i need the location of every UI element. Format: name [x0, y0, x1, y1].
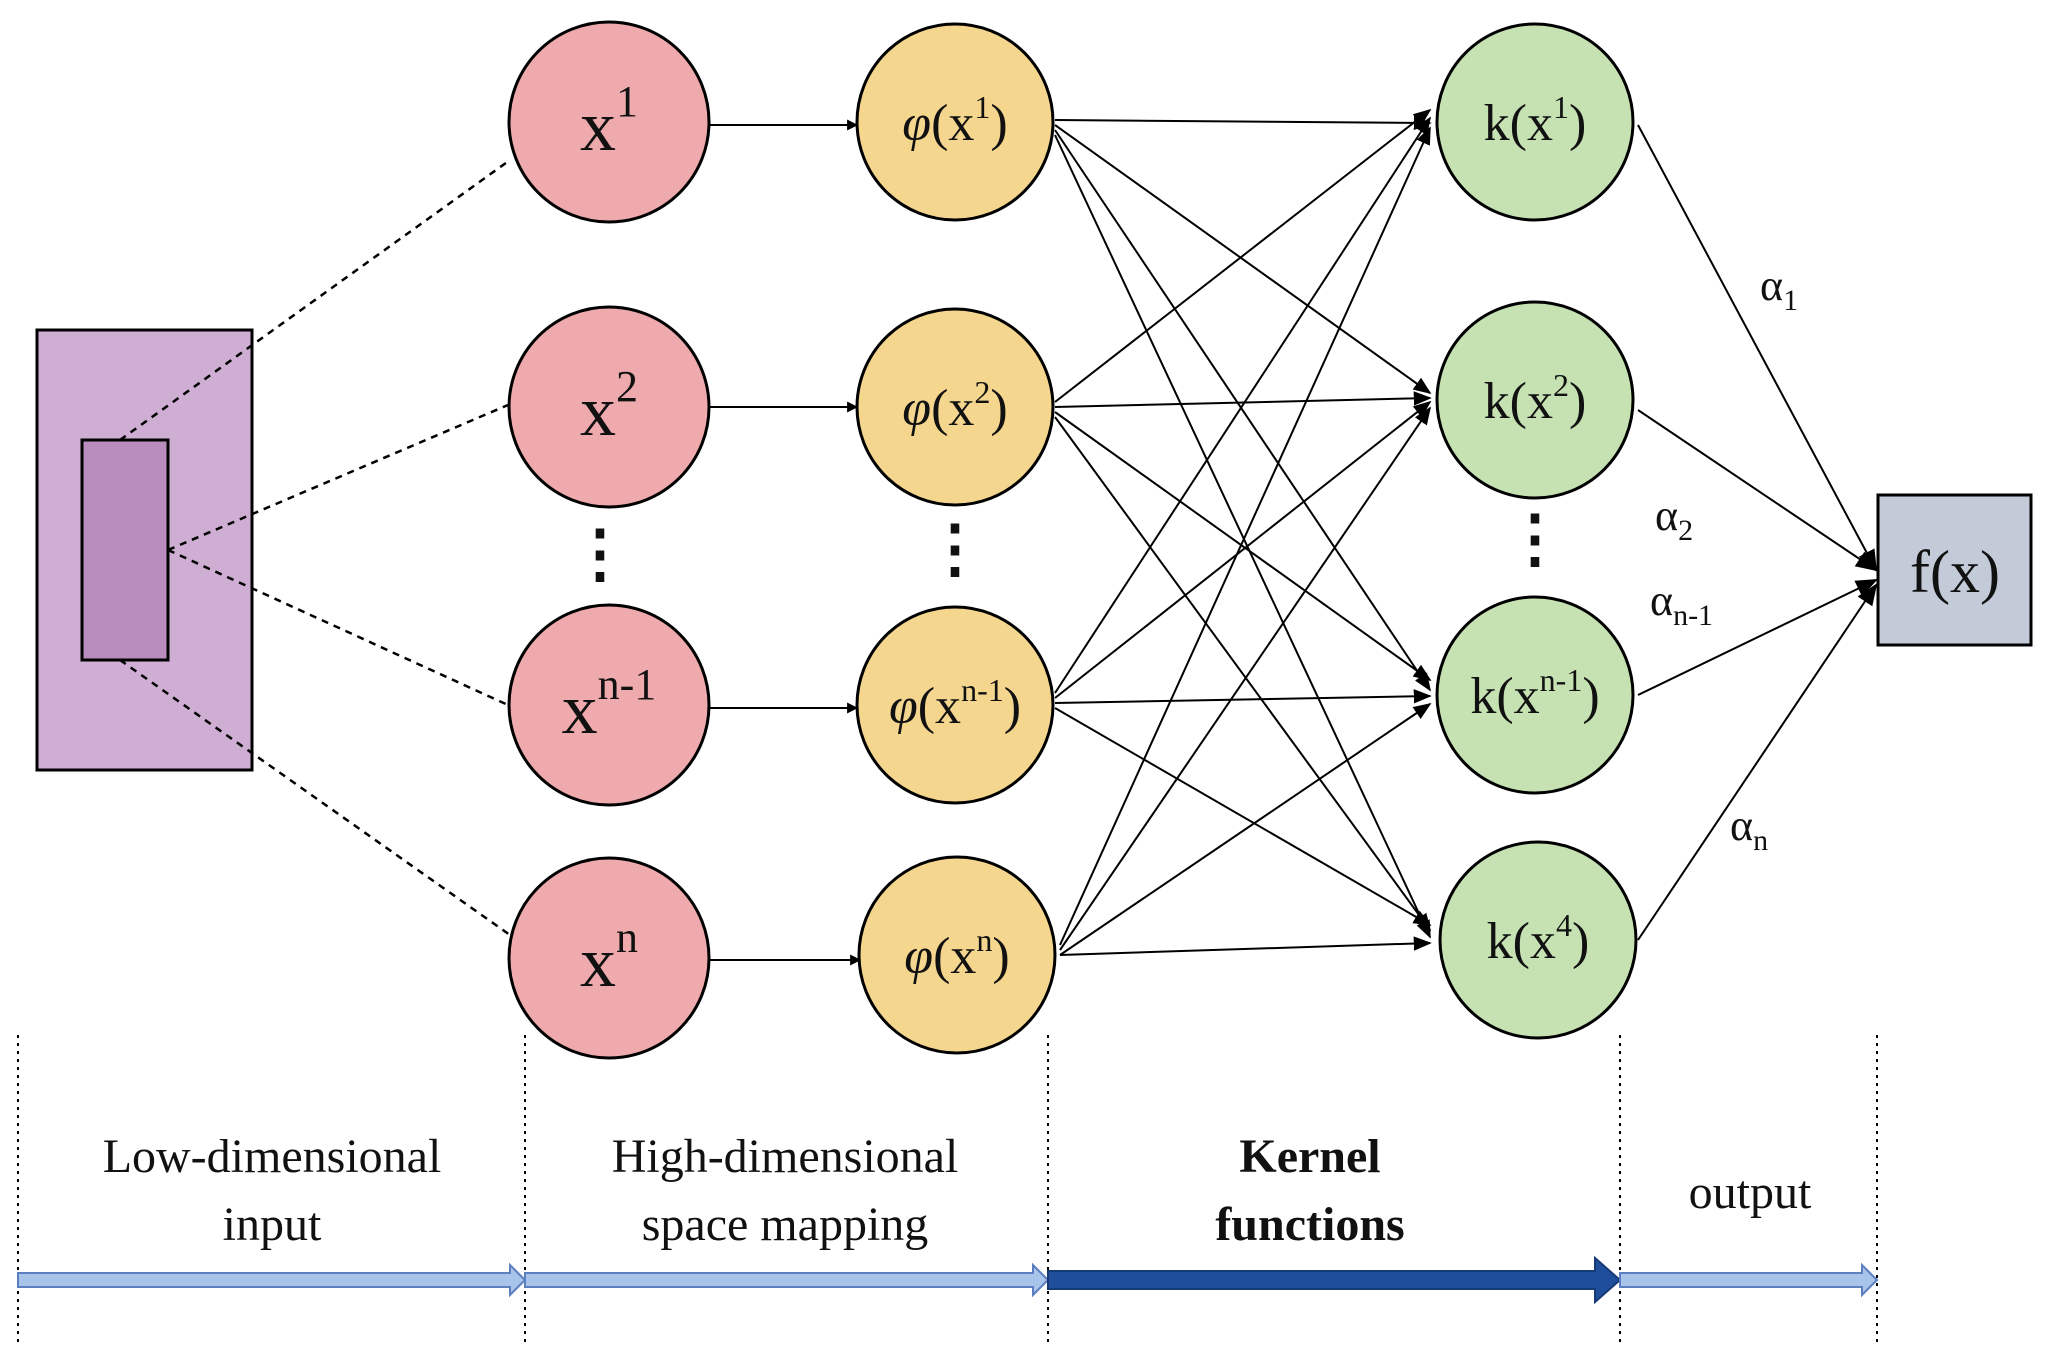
mapping-node-label: φ(xn-1)	[889, 672, 1021, 735]
dashed-line-xn-1	[167, 548, 509, 707]
stage-label-kernel-line1: Kernel	[1239, 1130, 1380, 1183]
mesh-phi2-kn	[1054, 416, 1432, 932]
mesh-phin-1-kn	[1054, 707, 1432, 926]
arrow-kn-output	[1637, 583, 1878, 941]
mesh-phin-kn	[1059, 936, 1432, 956]
stage-label-high-dim-line1: High-dimensional	[612, 1130, 959, 1183]
mesh-phi2-kn-1	[1054, 411, 1432, 682]
input-node-circle	[507, 856, 711, 1060]
x-to-phi-arrows	[708, 119, 862, 966]
mapping-node-label: φ(xn)	[904, 922, 1009, 985]
input-dashed-connectors	[119, 158, 511, 937]
kernel-node-circle	[1435, 300, 1635, 500]
dashed-line-x1	[119, 158, 511, 442]
mapping-node-label: φ(x1)	[902, 89, 1007, 152]
kernel-node-circle	[1435, 595, 1635, 795]
kernel-node-column: k(x1) k(x2) k(xn-1) k(x4)	[1435, 22, 1638, 1040]
mapping-node-circle	[855, 307, 1055, 507]
stage-arrow-high-dim	[524, 1262, 1050, 1298]
kernel-to-output-arrows	[1637, 124, 1878, 941]
ellipsis-x-column: ⋮	[568, 518, 632, 589]
stage-arrow-kernel	[1047, 1255, 1622, 1305]
input-node-label: xn	[580, 913, 638, 1002]
stage-label-low-dim-line2: input	[223, 1198, 322, 1251]
output-box	[1876, 493, 2033, 647]
mesh-phin-1-k1	[1054, 116, 1431, 694]
weight-alpha-n: αn	[1730, 801, 1768, 857]
weight-alpha-2: α2	[1655, 491, 1693, 547]
kernel-node-label: k(xn-1)	[1470, 662, 1599, 725]
mesh-phin-k2	[1059, 406, 1432, 951]
mesh-phi2-k1	[1054, 108, 1432, 403]
weight-alpha-1: α1	[1760, 261, 1798, 317]
kernel-node-k-x1: k(x1)	[1435, 22, 1635, 222]
input-node-circle	[507, 305, 711, 509]
input-node-column: x1 x2 xn-1 xn	[507, 20, 711, 1060]
mapping-node-label: φ(x2)	[902, 374, 1007, 437]
input-node-label: x1	[580, 77, 638, 166]
input-node-circle	[507, 603, 711, 807]
kernel-node-label: k(x2)	[1484, 367, 1587, 430]
input-node-circle	[507, 20, 711, 224]
input-node-xn-1: xn-1	[507, 603, 711, 807]
kernel-node-label: k(x1)	[1484, 89, 1587, 152]
stage-arrow-low-dim	[17, 1262, 527, 1298]
mesh-phi1-kn	[1054, 134, 1431, 939]
mesh-phin-k1	[1059, 126, 1431, 946]
arrow-k2-output	[1637, 409, 1878, 572]
stage-label-high-dim-line2: space mapping	[642, 1198, 929, 1251]
arrow-kn-1-output	[1637, 579, 1878, 696]
stage-label-kernel-line2: functions	[1215, 1198, 1404, 1251]
mapping-node-column: φ(x1) φ(x2) φ(xn-1) φ(xn)	[855, 22, 1057, 1055]
output-label: f(x)	[1910, 539, 2000, 605]
phi-to-kernel-mesh	[1054, 108, 1432, 956]
kernel-node-label: k(x4)	[1487, 907, 1590, 970]
mesh-phi2-k2	[1054, 391, 1432, 408]
input-node-x1: x1	[507, 20, 711, 224]
stage-dividers	[17, 1035, 1878, 1345]
kernel-node-circle	[1435, 22, 1635, 222]
mapping-node-phi-xn: φ(xn)	[857, 855, 1057, 1055]
stage-labels: Low-dimensional input High-dimensional s…	[103, 1130, 1812, 1251]
stage-label-output: output	[1689, 1166, 1812, 1219]
mapping-node-phi-x1: φ(x1)	[855, 22, 1055, 222]
input-inner-rect	[80, 438, 170, 662]
dashed-line-x2	[167, 403, 509, 552]
ellipsis-k-column: ⋮	[1503, 503, 1567, 574]
stage-arrows	[17, 1255, 1879, 1305]
input-node-label: xn-1	[562, 660, 657, 749]
mapping-node-phi-x2: φ(x2)	[855, 307, 1055, 507]
mapping-node-circle	[857, 855, 1057, 1055]
kernel-node-circle	[1438, 840, 1638, 1040]
mesh-phi1-k2	[1054, 124, 1432, 395]
dashed-line-xn	[119, 658, 511, 937]
input-node-label: x2	[580, 362, 638, 451]
kernel-node-k-xn: k(x4)	[1438, 840, 1638, 1040]
stage-label-low-dim-line1: Low-dimensional	[103, 1130, 442, 1183]
mesh-phin-1-k2	[1054, 400, 1432, 699]
mapping-node-circle	[855, 605, 1055, 805]
mesh-phi1-k1	[1054, 115, 1432, 131]
mesh-phin-kn-1	[1059, 702, 1432, 956]
mapping-node-circle	[855, 22, 1055, 222]
ellipsis-phi-column: ⋮	[923, 513, 987, 584]
stage-arrow-output	[1619, 1262, 1879, 1298]
output-node: f(x)	[1876, 493, 2033, 647]
input-node-x2: x2	[507, 305, 711, 509]
mesh-phi1-kn-1	[1054, 129, 1432, 692]
input-node-xn: xn	[507, 856, 711, 1060]
weight-alpha-n-1: αn-1	[1650, 576, 1713, 632]
low-dimensional-input-box	[35, 328, 254, 772]
kernel-node-k-x2: k(x2)	[1435, 300, 1635, 500]
arrow-k1-output	[1637, 124, 1878, 572]
mapping-node-phi-xn-1: φ(xn-1)	[855, 605, 1055, 805]
kernel-node-k-xn-1: k(xn-1)	[1435, 595, 1635, 795]
weight-labels: α1 α2 αn-1 αn	[1650, 261, 1798, 857]
mesh-phin-1-kn-1	[1054, 689, 1432, 704]
